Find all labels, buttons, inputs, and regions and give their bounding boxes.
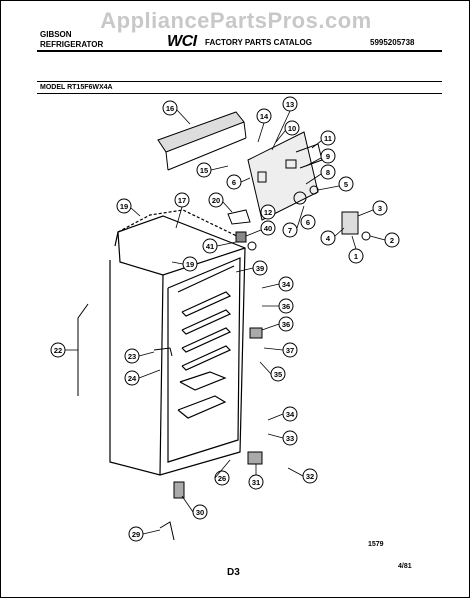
callout-22[interactable]: 22 — [50, 342, 66, 358]
svg-text:5: 5 — [344, 180, 348, 189]
svg-text:3: 3 — [378, 204, 382, 213]
brand-name: GIBSON — [40, 30, 72, 39]
callout-15[interactable]: 15 — [196, 162, 212, 178]
svg-text:19: 19 — [120, 202, 128, 211]
svg-text:35: 35 — [274, 370, 282, 379]
callout-39[interactable]: 39 — [252, 260, 268, 276]
callout-9[interactable]: 9 — [320, 148, 336, 164]
product-type: REFRIGERATOR — [40, 40, 104, 49]
catalog-title: FACTORY PARTS CATALOG — [205, 38, 312, 47]
callout-40[interactable]: 40 — [260, 220, 276, 236]
callout-34[interactable]: 34 — [278, 276, 294, 292]
page-label: D3 — [227, 567, 240, 578]
callout-8[interactable]: 8 — [320, 164, 336, 180]
svg-text:34: 34 — [282, 280, 291, 289]
svg-text:6: 6 — [232, 178, 236, 187]
callout-5[interactable]: 5 — [338, 176, 354, 192]
svg-text:2: 2 — [390, 236, 394, 245]
revision-date: 4/81 — [398, 563, 412, 570]
svg-text:22: 22 — [54, 346, 62, 355]
header-rule — [37, 50, 442, 52]
svg-text:36: 36 — [282, 302, 290, 311]
brand-block: GIBSON REFRIGERATOR — [40, 30, 103, 50]
part-callouts: 16 13 14 10 11 15 6 9 8 5 12 3 19 17 20 … — [50, 96, 400, 542]
svg-text:30: 30 — [196, 508, 204, 517]
callout-29[interactable]: 29 — [128, 526, 144, 542]
model-rule-bottom — [37, 93, 442, 94]
parts-drawings — [77, 111, 371, 541]
svg-text:31: 31 — [252, 478, 260, 487]
svg-text:36: 36 — [282, 320, 290, 329]
callout-35[interactable]: 35 — [270, 366, 286, 382]
callout-24[interactable]: 24 — [124, 370, 140, 386]
svg-text:32: 32 — [306, 472, 314, 481]
svg-text:1: 1 — [354, 252, 358, 261]
callout-13[interactable]: 13 — [282, 96, 298, 112]
callout-34b[interactable]: 34 — [282, 406, 298, 422]
callout-31[interactable]: 31 — [248, 474, 264, 490]
svg-text:8: 8 — [326, 168, 330, 177]
svg-text:29: 29 — [132, 530, 140, 539]
callout-14[interactable]: 14 — [256, 108, 272, 124]
svg-text:37: 37 — [286, 346, 294, 355]
callout-30[interactable]: 30 — [192, 504, 208, 520]
svg-text:15: 15 — [200, 166, 208, 175]
catalog-number: 5995205738 — [370, 38, 415, 47]
callout-7[interactable]: 7 — [282, 222, 298, 238]
svg-text:17: 17 — [178, 196, 186, 205]
callout-26[interactable]: 26 — [214, 470, 230, 486]
callout-33[interactable]: 33 — [282, 430, 298, 446]
svg-text:34: 34 — [286, 410, 295, 419]
svg-text:33: 33 — [286, 434, 294, 443]
svg-text:26: 26 — [218, 474, 226, 483]
svg-text:16: 16 — [166, 104, 174, 113]
svg-text:40: 40 — [264, 224, 272, 233]
drawing-code: 1579 — [368, 541, 384, 548]
callout-6[interactable]: 6 — [226, 174, 242, 190]
svg-text:41: 41 — [206, 242, 214, 251]
svg-text:23: 23 — [128, 352, 136, 361]
svg-text:4: 4 — [326, 234, 331, 243]
callout-16[interactable]: 16 — [162, 100, 178, 116]
model-number: MODEL RT15F6WX4A — [40, 84, 113, 91]
refrigerator-cabinet — [109, 209, 246, 476]
callout-36[interactable]: 36 — [278, 298, 294, 314]
svg-text:19: 19 — [186, 260, 194, 269]
model-rule-top — [37, 81, 442, 82]
svg-text:9: 9 — [326, 152, 330, 161]
callout-11[interactable]: 11 — [320, 130, 336, 146]
callout-6b[interactable]: 6 — [300, 214, 316, 230]
svg-text:6: 6 — [306, 218, 310, 227]
callout-23[interactable]: 23 — [124, 348, 140, 364]
callout-4[interactable]: 4 — [320, 230, 336, 246]
svg-text:24: 24 — [128, 374, 137, 383]
callout-12[interactable]: 12 — [260, 204, 276, 220]
svg-text:12: 12 — [264, 208, 272, 217]
svg-text:39: 39 — [256, 264, 264, 273]
callout-19[interactable]: 19 — [116, 198, 132, 214]
svg-text:13: 13 — [286, 100, 294, 109]
leader-lines — [65, 109, 386, 535]
callout-36b[interactable]: 36 — [278, 316, 294, 332]
svg-text:10: 10 — [288, 124, 296, 133]
callout-37[interactable]: 37 — [282, 342, 298, 358]
callout-19b[interactable]: 19 — [182, 256, 198, 272]
callout-17[interactable]: 17 — [174, 192, 190, 208]
callout-1[interactable]: 1 — [348, 248, 364, 264]
svg-text:11: 11 — [324, 134, 332, 143]
callout-3[interactable]: 3 — [372, 200, 388, 216]
svg-text:7: 7 — [288, 226, 292, 235]
callout-41[interactable]: 41 — [202, 238, 218, 254]
wci-logo: WCI — [167, 33, 197, 50]
svg-text:20: 20 — [212, 196, 220, 205]
callout-10[interactable]: 10 — [284, 120, 300, 136]
callout-2[interactable]: 2 — [384, 232, 400, 248]
callout-20[interactable]: 20 — [208, 192, 224, 208]
svg-text:14: 14 — [260, 112, 269, 121]
watermark-text: AppliancePartsPros.com — [100, 8, 372, 33]
callout-32[interactable]: 32 — [302, 468, 318, 484]
